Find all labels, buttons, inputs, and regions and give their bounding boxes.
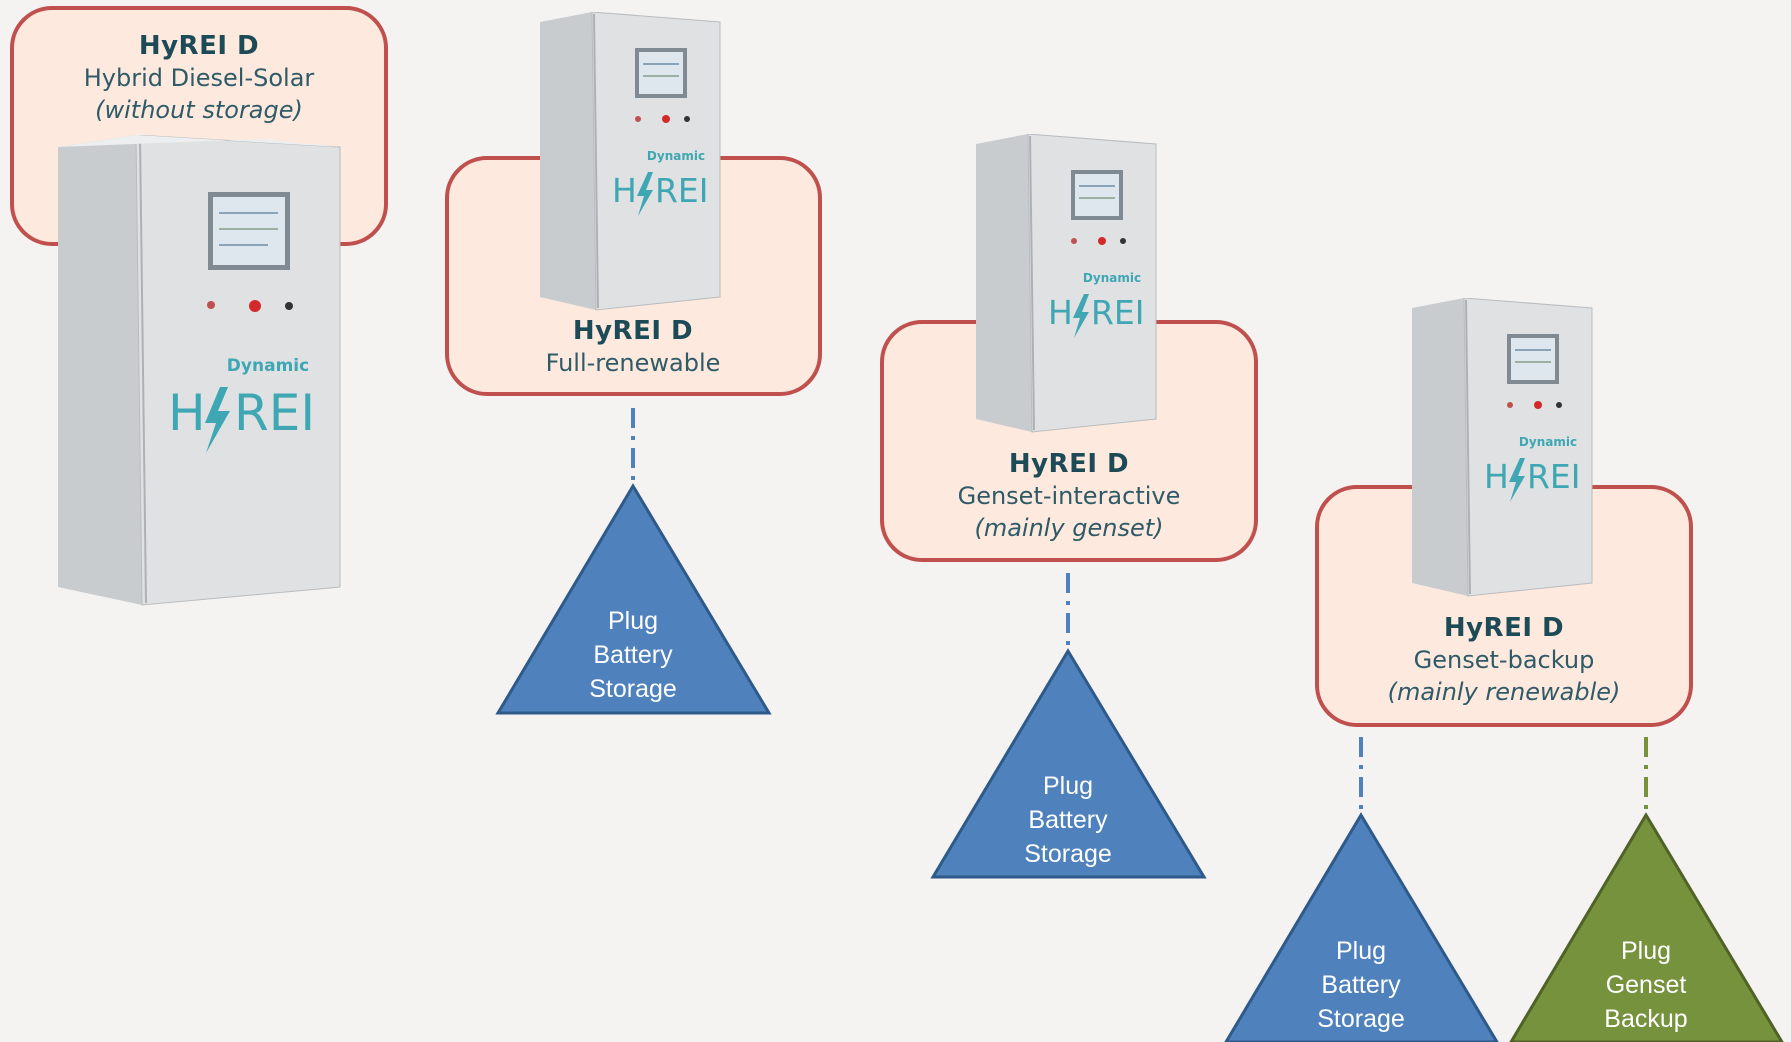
hyrei-cabinet-image: Dynamic H REI <box>540 12 721 311</box>
svg-text:H: H <box>612 171 637 210</box>
svg-text:H: H <box>1484 457 1509 496</box>
card-title: HyREI D <box>1008 449 1130 479</box>
card-full-renewable-text: HyREI D Full-renewable <box>445 315 821 379</box>
plug-label-line: Battery <box>1028 806 1108 834</box>
card-genset-backup-text: HyREI D Genset-backup (mainly renewable) <box>1316 612 1692 708</box>
svg-text:REI: REI <box>234 384 315 442</box>
plug-label-line: Storage <box>1024 840 1112 868</box>
plug-label-line: Plug <box>607 607 659 635</box>
card-title: HyREI D <box>138 31 260 61</box>
plug-label-line: Plug <box>1042 772 1094 800</box>
card-genset-interactive-text: HyREI D Genset-interactive (mainly gense… <box>881 448 1257 544</box>
svg-text:REI: REI <box>1527 457 1581 496</box>
svg-text:Dynamic: Dynamic <box>1519 435 1577 449</box>
svg-text:REI: REI <box>655 171 709 210</box>
plug-label: Plug Battery Storage <box>1281 934 1441 1036</box>
plug-label-line: Plug <box>1620 937 1672 965</box>
card-subtitle: Genset-interactive <box>957 482 1181 510</box>
battery-storage-triangle <box>930 648 1207 879</box>
card-subtitle: Hybrid Diesel-Solar <box>83 64 315 92</box>
plug-label: Plug Genset Backup <box>1566 934 1726 1036</box>
plug-label: Plug Battery Storage <box>988 769 1148 871</box>
plug-label-line: Backup <box>1604 1005 1688 1033</box>
svg-text:Dynamic: Dynamic <box>1083 271 1141 285</box>
card-subtitle-note: (mainly genset) <box>974 514 1164 542</box>
svg-text:H: H <box>168 384 206 442</box>
svg-text:H: H <box>1048 293 1073 332</box>
plug-label-line: Plug <box>1335 937 1387 965</box>
card-hybrid-diesel-solar-text: HyREI D Hybrid Diesel-Solar (without sto… <box>11 30 387 126</box>
card-title: HyREI D <box>1443 613 1565 643</box>
plug-label-line: Battery <box>1321 971 1401 999</box>
svg-text:REI: REI <box>1091 293 1145 332</box>
card-subtitle-note: (mainly renewable) <box>1387 678 1621 706</box>
battery-storage-triangle <box>495 483 772 715</box>
hyrei-cabinet-image: Dynamic H REI <box>58 135 341 606</box>
plug-label: Plug Battery Storage <box>553 604 713 706</box>
genset-backup-triangle <box>1509 812 1784 1042</box>
plug-label-line: Storage <box>589 675 677 703</box>
hyrei-cabinet-image: Dynamic H REI <box>976 134 1157 433</box>
hyrei-cabinet-image: Dynamic H REI <box>1412 298 1593 597</box>
plug-label-line: Battery <box>593 641 673 669</box>
cabinet-logo-word: Dynamic <box>227 356 309 376</box>
card-title: HyREI D <box>572 316 694 346</box>
card-subtitle-note: (without storage) <box>95 96 303 124</box>
card-subtitle: Genset-backup <box>1413 646 1595 674</box>
battery-storage-triangle <box>1224 812 1499 1042</box>
card-subtitle: Full-renewable <box>545 349 721 377</box>
plug-label-line: Storage <box>1317 1005 1405 1033</box>
svg-text:Dynamic: Dynamic <box>647 149 705 163</box>
plug-label-line: Genset <box>1605 971 1687 999</box>
